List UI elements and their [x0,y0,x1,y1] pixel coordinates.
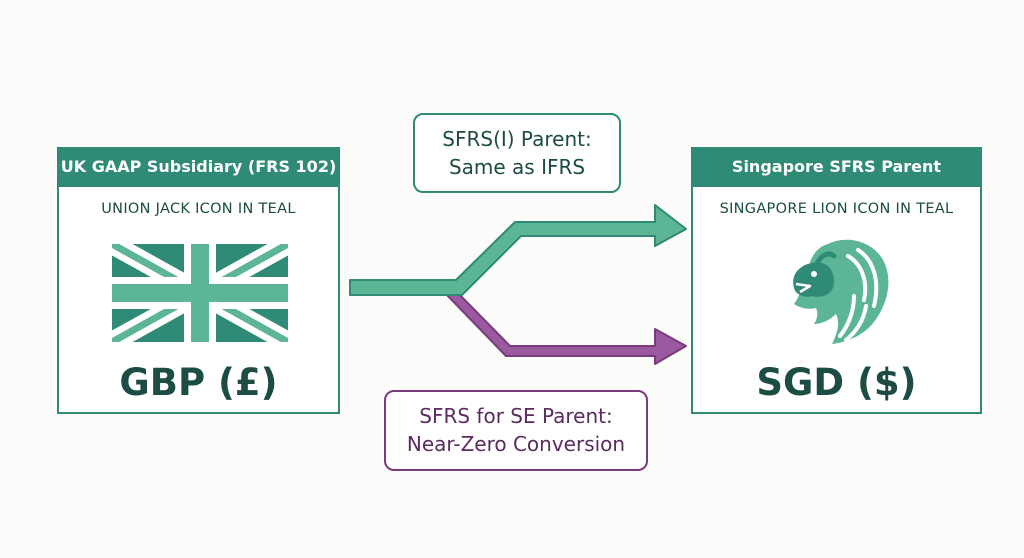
singapore-parent-header: Singapore SFRS Parent [693,149,980,187]
uk-subsidiary-header: UK GAAP Subsidiary (FRS 102) [59,149,338,187]
sgd-currency-label: SGD ($) [756,361,917,404]
sfrs-i-note-line1: SFRS(I) Parent: [442,127,592,151]
sfrs-se-note-line1: SFRS for SE Parent: [419,404,613,428]
union-jack-icon [107,235,293,351]
sfrs-i-parent-note: SFRS(I) Parent: Same as IFRS [413,113,621,193]
sfrs-se-note-line2: Near-Zero Conversion [406,432,626,456]
uk-icon-caption: UNION JACK ICON IN TEAL [101,201,296,217]
teal-main-arrow [349,204,687,296]
gbp-currency-label: GBP (£) [119,361,278,404]
purple-branch-arrow [445,286,687,365]
sfrs-se-parent-note: SFRS for SE Parent: Near-Zero Conversion [384,390,648,471]
singapore-lion-icon [788,236,892,346]
singapore-icon-caption: SINGAPORE LION ICON IN TEAL [719,201,954,217]
sfrs-i-note-line2: Same as IFRS [448,155,586,179]
singapore-parent-card: Singapore SFRS Parent SINGAPORE LION ICO… [691,147,982,414]
uk-subsidiary-card: UK GAAP Subsidiary (FRS 102) UNION JACK … [57,147,340,414]
